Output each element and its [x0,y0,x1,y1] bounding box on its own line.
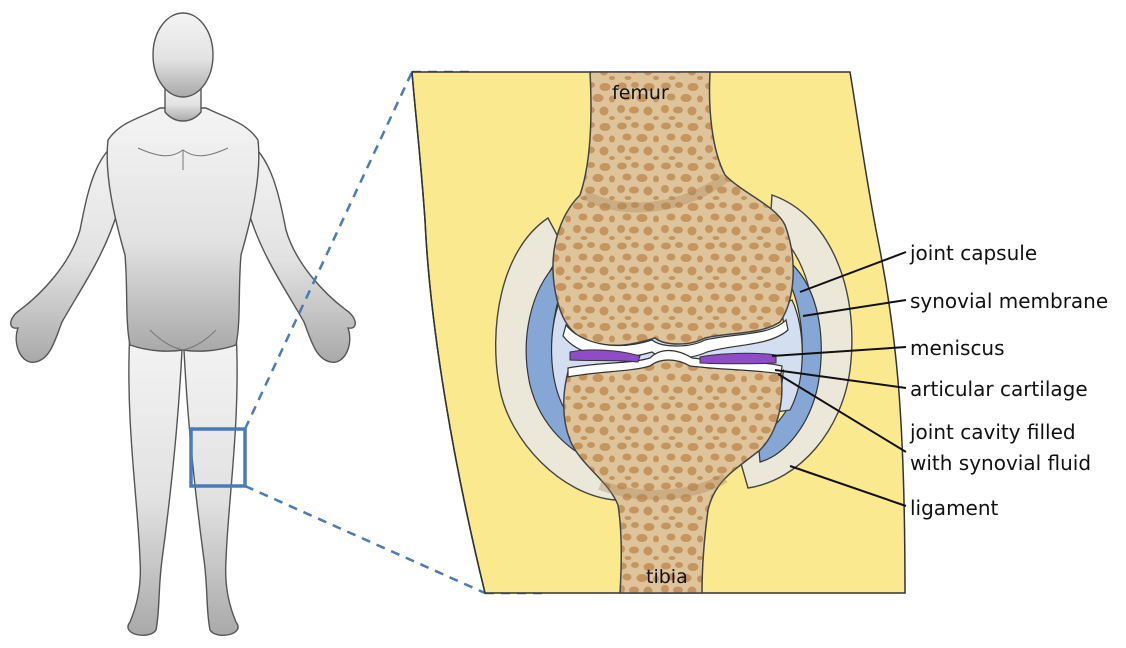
label-joint-cavity-line2: with synovial fluid [910,450,1091,476]
label-joint-capsule: joint capsule [910,240,1037,266]
head [153,13,213,97]
label-meniscus: meniscus [910,335,1005,361]
human-body-figure [11,13,356,635]
meniscus-right [700,353,776,363]
right-leg [128,330,182,635]
label-joint-cavity-line1: joint cavity filled [910,419,1076,445]
zoom-line-bottom [245,486,485,593]
tibia-label: tibia [646,566,688,588]
label-synovial-membrane: synovial membrane [910,288,1108,314]
label-ligament: ligament [910,495,998,521]
torso [107,108,259,351]
label-articular-cartilage: articular cartilage [910,376,1088,402]
femur-label: femur [612,82,669,104]
